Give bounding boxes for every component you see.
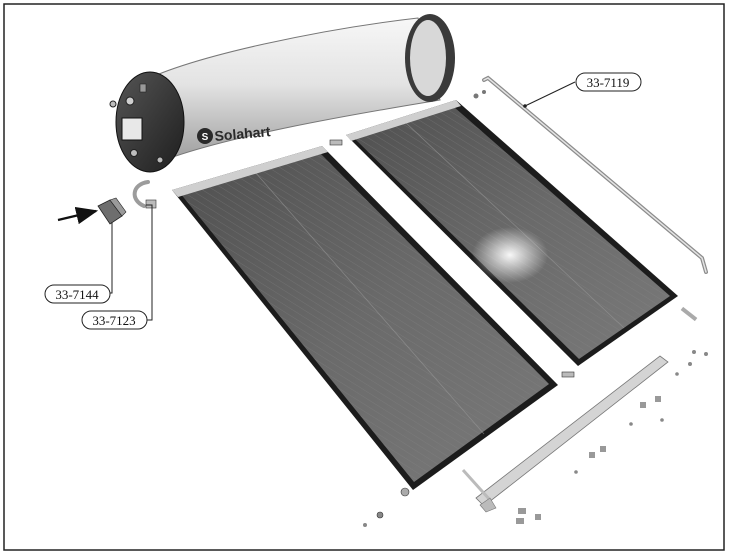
return-pipe xyxy=(473,75,708,322)
callout-33-7144: 33-7144 xyxy=(44,222,113,304)
elbow-nut xyxy=(145,199,157,209)
callout-bubble xyxy=(81,310,148,330)
logo-text: Solahart xyxy=(214,123,272,144)
return-pipe-highlight xyxy=(483,77,707,273)
tank-right-cap-rim xyxy=(410,20,446,96)
bracket-flange xyxy=(109,197,127,217)
tank-fitting-bottom xyxy=(130,149,138,157)
storage-tank: S Solahart xyxy=(109,14,455,173)
callout-bubble xyxy=(575,72,642,92)
elbow-body xyxy=(132,180,150,208)
pipe-fitting-b xyxy=(482,90,486,94)
nut xyxy=(692,350,696,354)
collector-panel-right xyxy=(346,100,678,366)
bottom-coupling xyxy=(561,371,575,378)
collector-panel-left xyxy=(172,146,558,490)
callout-leader xyxy=(146,204,153,321)
tank-access-panel xyxy=(121,117,143,141)
nut xyxy=(660,418,664,422)
callout-leader xyxy=(524,81,576,107)
panel-right-glare xyxy=(472,227,548,283)
nut xyxy=(704,352,708,356)
tank-valve xyxy=(139,83,147,93)
tank-body xyxy=(134,17,441,166)
drain-fitting xyxy=(400,487,410,497)
logo-badge-icon xyxy=(197,128,213,144)
callout-anchor xyxy=(523,104,527,108)
callout-label: 33-7144 xyxy=(55,287,99,302)
bolt xyxy=(640,402,646,408)
tank-fitting-side xyxy=(109,100,117,108)
solahart-logo: S Solahart xyxy=(197,123,271,144)
rail-end-bracket xyxy=(479,497,497,513)
washer xyxy=(363,523,367,527)
pipe-lower-stub xyxy=(680,306,698,322)
nut xyxy=(574,470,578,474)
panel-left-divider xyxy=(254,171,485,435)
bolt xyxy=(516,518,524,524)
panel-left-absorber xyxy=(180,153,549,482)
bolt xyxy=(535,514,541,520)
pipe-fitting-a xyxy=(473,93,479,99)
tank-fitting-bottom-right xyxy=(156,156,164,164)
bracket-pointer-arrow-icon xyxy=(57,207,99,225)
bolt xyxy=(600,446,606,452)
drain-plug xyxy=(376,511,384,519)
nut xyxy=(629,422,633,426)
elbow-fitting xyxy=(132,180,157,209)
panel-right-header-pipe xyxy=(346,100,461,141)
panel-left-header-pipe xyxy=(172,146,328,197)
mounting-frame xyxy=(461,355,669,513)
tank-fitting-top xyxy=(125,96,135,106)
bolt xyxy=(655,396,661,402)
panel-right-divider xyxy=(404,121,625,329)
callout-33-7119: 33-7119 xyxy=(523,72,642,108)
bolt xyxy=(518,508,526,514)
callout-label: 33-7123 xyxy=(92,313,135,328)
callout-label: 33-7119 xyxy=(587,75,630,90)
mounting-hardware xyxy=(516,350,708,524)
nut xyxy=(675,372,679,376)
tank-left-cap xyxy=(115,71,185,173)
tank-bracket xyxy=(97,197,127,225)
logo-badge-glyph: S xyxy=(202,132,209,143)
mounting-rail xyxy=(475,355,669,507)
callout-bubble xyxy=(44,284,111,304)
panel-couplings xyxy=(329,139,575,527)
bolt xyxy=(589,452,595,458)
callout-33-7123: 33-7123 xyxy=(81,204,153,330)
nut xyxy=(688,362,692,366)
top-coupling xyxy=(329,139,343,146)
rail-strut xyxy=(461,468,492,502)
